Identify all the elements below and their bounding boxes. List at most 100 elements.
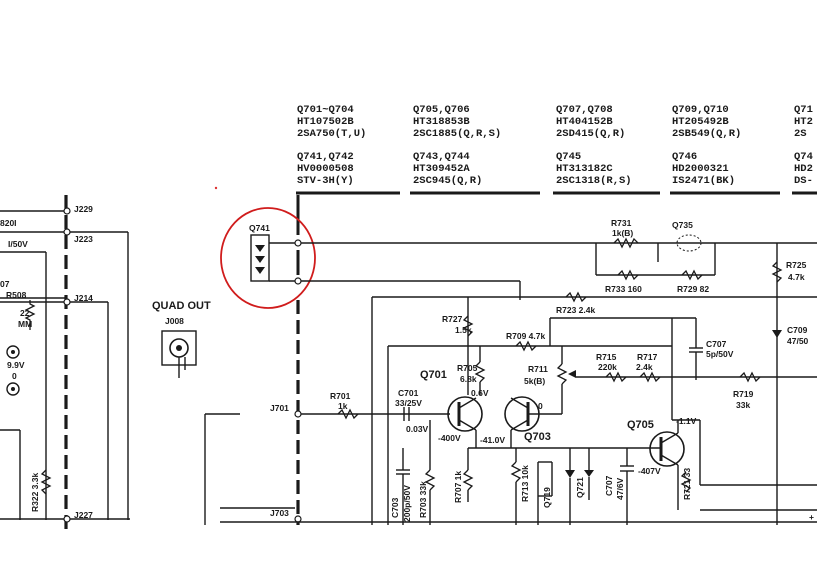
table-q74-part: HD2 [794, 163, 813, 175]
diode-mark [255, 267, 265, 274]
r703-label: R703 33k [418, 481, 428, 518]
jack-j229-pin [63, 207, 71, 215]
jack-j214: J214 [74, 293, 93, 303]
r715-value: 220k [598, 362, 617, 372]
table-q71-part: HT2 [794, 116, 813, 128]
table-q746-type: IS2471(BK) [672, 175, 735, 187]
voltage-0-b: 0 [538, 401, 543, 411]
voltage-407v: -407V [638, 466, 661, 476]
jack-j223-pin [63, 228, 71, 236]
r731-label: R731 [611, 218, 632, 228]
c701-label: C701 [398, 388, 419, 398]
table-q746-refs: Q746 [672, 151, 697, 163]
table-q701-refs: Q701~Q704 [297, 104, 354, 116]
table-q707-refs: Q707,Q708 [556, 104, 613, 116]
red-speck [214, 186, 218, 190]
q735-label: Q735 [672, 220, 693, 230]
resistor-r721 [680, 471, 692, 493]
q703-emitter [510, 419, 529, 431]
resistor-r508 [24, 300, 36, 330]
r733-label: R733 160 [605, 284, 642, 294]
resistor-r727 [462, 315, 474, 337]
r729-label: R729 82 [677, 284, 709, 294]
q705-collector [660, 432, 679, 444]
jack-j227-pin [63, 515, 71, 523]
quad-out-jack: QUAD OUT J008 [152, 300, 211, 378]
r715-label: R715 [596, 352, 617, 362]
r717-label: R717 [637, 352, 658, 362]
quad-out-pin [176, 345, 182, 351]
diode-mark [255, 245, 265, 252]
r707-label: R707 1k [453, 471, 463, 503]
transistor-q701 [447, 396, 483, 432]
q07-label: 07 [0, 279, 10, 289]
test-point-dot [11, 387, 15, 391]
table-q746-part: HD2000321 [672, 163, 729, 175]
r711-value: 5k(B) [524, 376, 545, 386]
resistor-r719 [739, 371, 761, 383]
test-point [6, 345, 20, 359]
cap-50v-label: I/50V [8, 239, 28, 249]
r701-label: R701 [330, 391, 351, 401]
q701-emitter [458, 419, 477, 431]
q741-label: Q741 [249, 223, 270, 233]
table-q741-part: HV0000508 [297, 163, 354, 175]
table-q743-type: 2SC945(Q,R) [413, 175, 482, 187]
table-q74-type: DS- [794, 175, 813, 187]
r725-value: 4.7k [788, 272, 805, 282]
table-q709-type: 2SB549(Q,R) [672, 128, 741, 140]
c709-value: 47/50 [787, 336, 809, 346]
r705-value: 6.8k [460, 374, 477, 384]
q721-diode [565, 470, 575, 478]
resistor-r731 [613, 237, 639, 249]
resistor-r733 [617, 269, 639, 281]
table-q707-type: 2SD415(Q,R) [556, 128, 625, 140]
q705-emitter [660, 454, 679, 466]
r709-label: R709 4.7k [506, 331, 545, 341]
table-q741-refs: Q741,Q742 [297, 151, 354, 163]
table-q74-refs: Q74 [794, 151, 813, 163]
resistor-r705 [474, 361, 486, 383]
r719-label: R719 [733, 389, 754, 399]
c709-label: C709 [787, 325, 808, 335]
table-q705-part: HT318853B [413, 116, 470, 128]
r711-label: R711 [528, 364, 548, 374]
table-q709-part: HT205492B [672, 116, 729, 128]
r727-label: R727 [442, 314, 463, 324]
table-q705-type: 2SC1885(Q,R,S) [413, 128, 501, 140]
q719-label: Q719 [542, 487, 552, 508]
r508-label: R508 [6, 290, 27, 300]
jack-j701-pin [294, 410, 302, 418]
pot-wiper [568, 370, 576, 378]
table-q745-type: 2SC1318(R,S) [556, 175, 632, 187]
voltage-400v: -400V [438, 433, 461, 443]
jack-j227: J227 [74, 510, 93, 520]
plus-mark: + [809, 512, 814, 522]
r508-value: 22 [20, 308, 30, 318]
table-q745-part: HT313182C [556, 163, 613, 175]
junction [294, 239, 302, 247]
quad-out-label: QUAD OUT [152, 300, 211, 312]
table-q71-refs: Q71 [794, 104, 813, 116]
resistor-r707 [462, 469, 474, 491]
voltage-1-1v: -1.1V [676, 416, 697, 426]
table-q741-type: STV-3H(Y) [297, 175, 354, 187]
c707b-label: C707 [604, 475, 614, 496]
q703-collector [510, 397, 529, 409]
r731-value: 1k(B) [612, 228, 633, 238]
table-q707-part: HT404152B [556, 116, 613, 128]
q705-label: Q705 [627, 419, 654, 431]
q741-body [250, 234, 270, 282]
q721-label: Q721 [575, 477, 585, 498]
table-q701-type: 2SA750(T,U) [297, 128, 366, 140]
table-q743-refs: Q743,Q744 [413, 151, 470, 163]
r508-unit: MM [18, 319, 32, 329]
left-board: 820I I/50V 07 R508 22 MM 9.9V 0 R322 3.3… [0, 195, 130, 530]
amp-circuit: Q741 R731 1k(B) Q735 R733 160 R729 82 [204, 195, 817, 525]
r713-label: R713 10k [520, 465, 530, 502]
c703-label: C703 [390, 497, 400, 518]
transistor-table: Q701~Q704 HT107502B 2SA750(T,U) Q705,Q70… [296, 104, 817, 195]
resistor-r322 [40, 469, 52, 495]
c709-symbol [772, 330, 782, 338]
